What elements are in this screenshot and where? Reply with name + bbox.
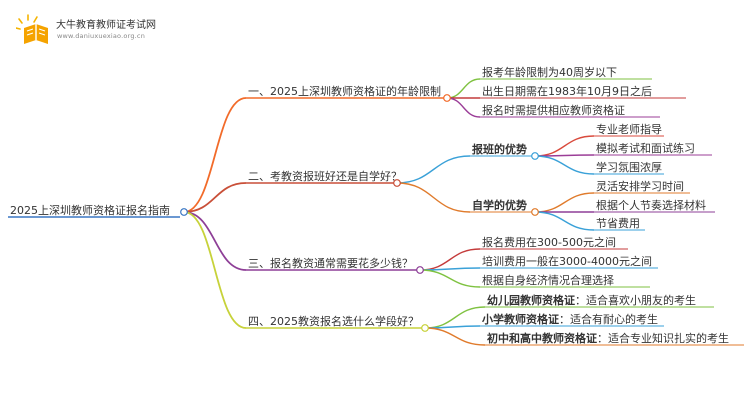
branch-2-node: [393, 179, 401, 187]
branch-4-to-item-3: [424, 327, 486, 346]
branch-1-node: [443, 94, 451, 102]
branch-1-item-1: 报考年龄限制为40周岁以下: [482, 66, 617, 79]
sub-1-node: [531, 152, 539, 160]
branch-2-sub-1-item-1: 专业老师指导: [596, 123, 662, 136]
branch-4-item-3: 初中和高中教师资格证：适合专业知识扎实的考生: [487, 332, 729, 345]
branch-2-to-sub-2: [396, 182, 471, 213]
branch-2-sub-1-title: 报班的优势: [472, 143, 527, 156]
brand-name: 大牛教育教师证考试网: [56, 20, 156, 31]
brand-url: www.daniuxuexiao.org.cn: [57, 32, 146, 40]
sub-2-to-item-1: [534, 192, 595, 213]
branch-2-sub-2-item-2: 根据个人节奏选择材料: [596, 199, 706, 212]
sub-1-to-item-1: [534, 135, 595, 157]
branch-3-item-1: 报名费用在300-500元之间: [482, 236, 616, 249]
branch-2-sub-1-item-3: 学习氛围浓厚: [596, 161, 662, 174]
branch-1-to-item-3: [446, 97, 481, 118]
root-to-branch-4: [183, 211, 247, 329]
branch-4-node: [421, 324, 429, 332]
sub-2-node: [531, 208, 539, 216]
book-logo-icon: [16, 14, 48, 44]
branch-2-sub-1-item-2: 模拟考试和面试练习: [596, 142, 695, 155]
root-to-branch-1: [183, 97, 247, 213]
sub-1-to-item-3: [534, 155, 595, 175]
branch-1-title: 一、2025上深圳教师资格证的年龄限制: [248, 85, 441, 98]
branch-4-item-1: 幼儿园教师资格证：适合喜欢小朋友的考生: [487, 294, 696, 307]
branch-3-item-2: 培训费用一般在3000-4000元之间: [482, 255, 652, 268]
root-node: [180, 208, 188, 216]
branch-4-item-2: 小学教师资格证：适合有耐心的考生: [482, 313, 658, 326]
branch-2-to-sub-1: [396, 155, 471, 184]
branch-3-to-item-1: [419, 248, 481, 271]
branch-3-title: 三、报名教资通常需要花多少钱？: [248, 257, 413, 270]
branch-2-title: 二、考教资报班好还是自学好？: [248, 170, 402, 183]
root-to-branch-2: [183, 182, 247, 213]
root-topic: 2025上深圳教师资格证报名指南: [10, 204, 170, 217]
branch-1-item-3: 报名时需提供相应教师资格证: [482, 104, 625, 117]
branch-1-item-2: 出生日期需在1983年10月9日之后: [482, 85, 652, 98]
branch-1-to-item-1: [446, 78, 481, 99]
branch-3-node: [416, 266, 424, 274]
branch-3-item-3: 根据自身经济情况合理选择: [482, 274, 614, 287]
branch-4-to-item-1: [424, 306, 486, 329]
branch-3-to-item-3: [419, 269, 481, 288]
sub-2-to-item-3: [534, 211, 595, 231]
branch-2-sub-2-item-1: 灵活安排学习时间: [596, 180, 684, 193]
branch-4-title: 四、2025教资报名选什么学段好？: [248, 315, 419, 328]
branch-2-sub-2-item-3: 节省费用: [596, 217, 640, 230]
branch-2-sub-2-title: 自学的优势: [472, 199, 527, 212]
root-to-branch-3: [183, 211, 247, 271]
